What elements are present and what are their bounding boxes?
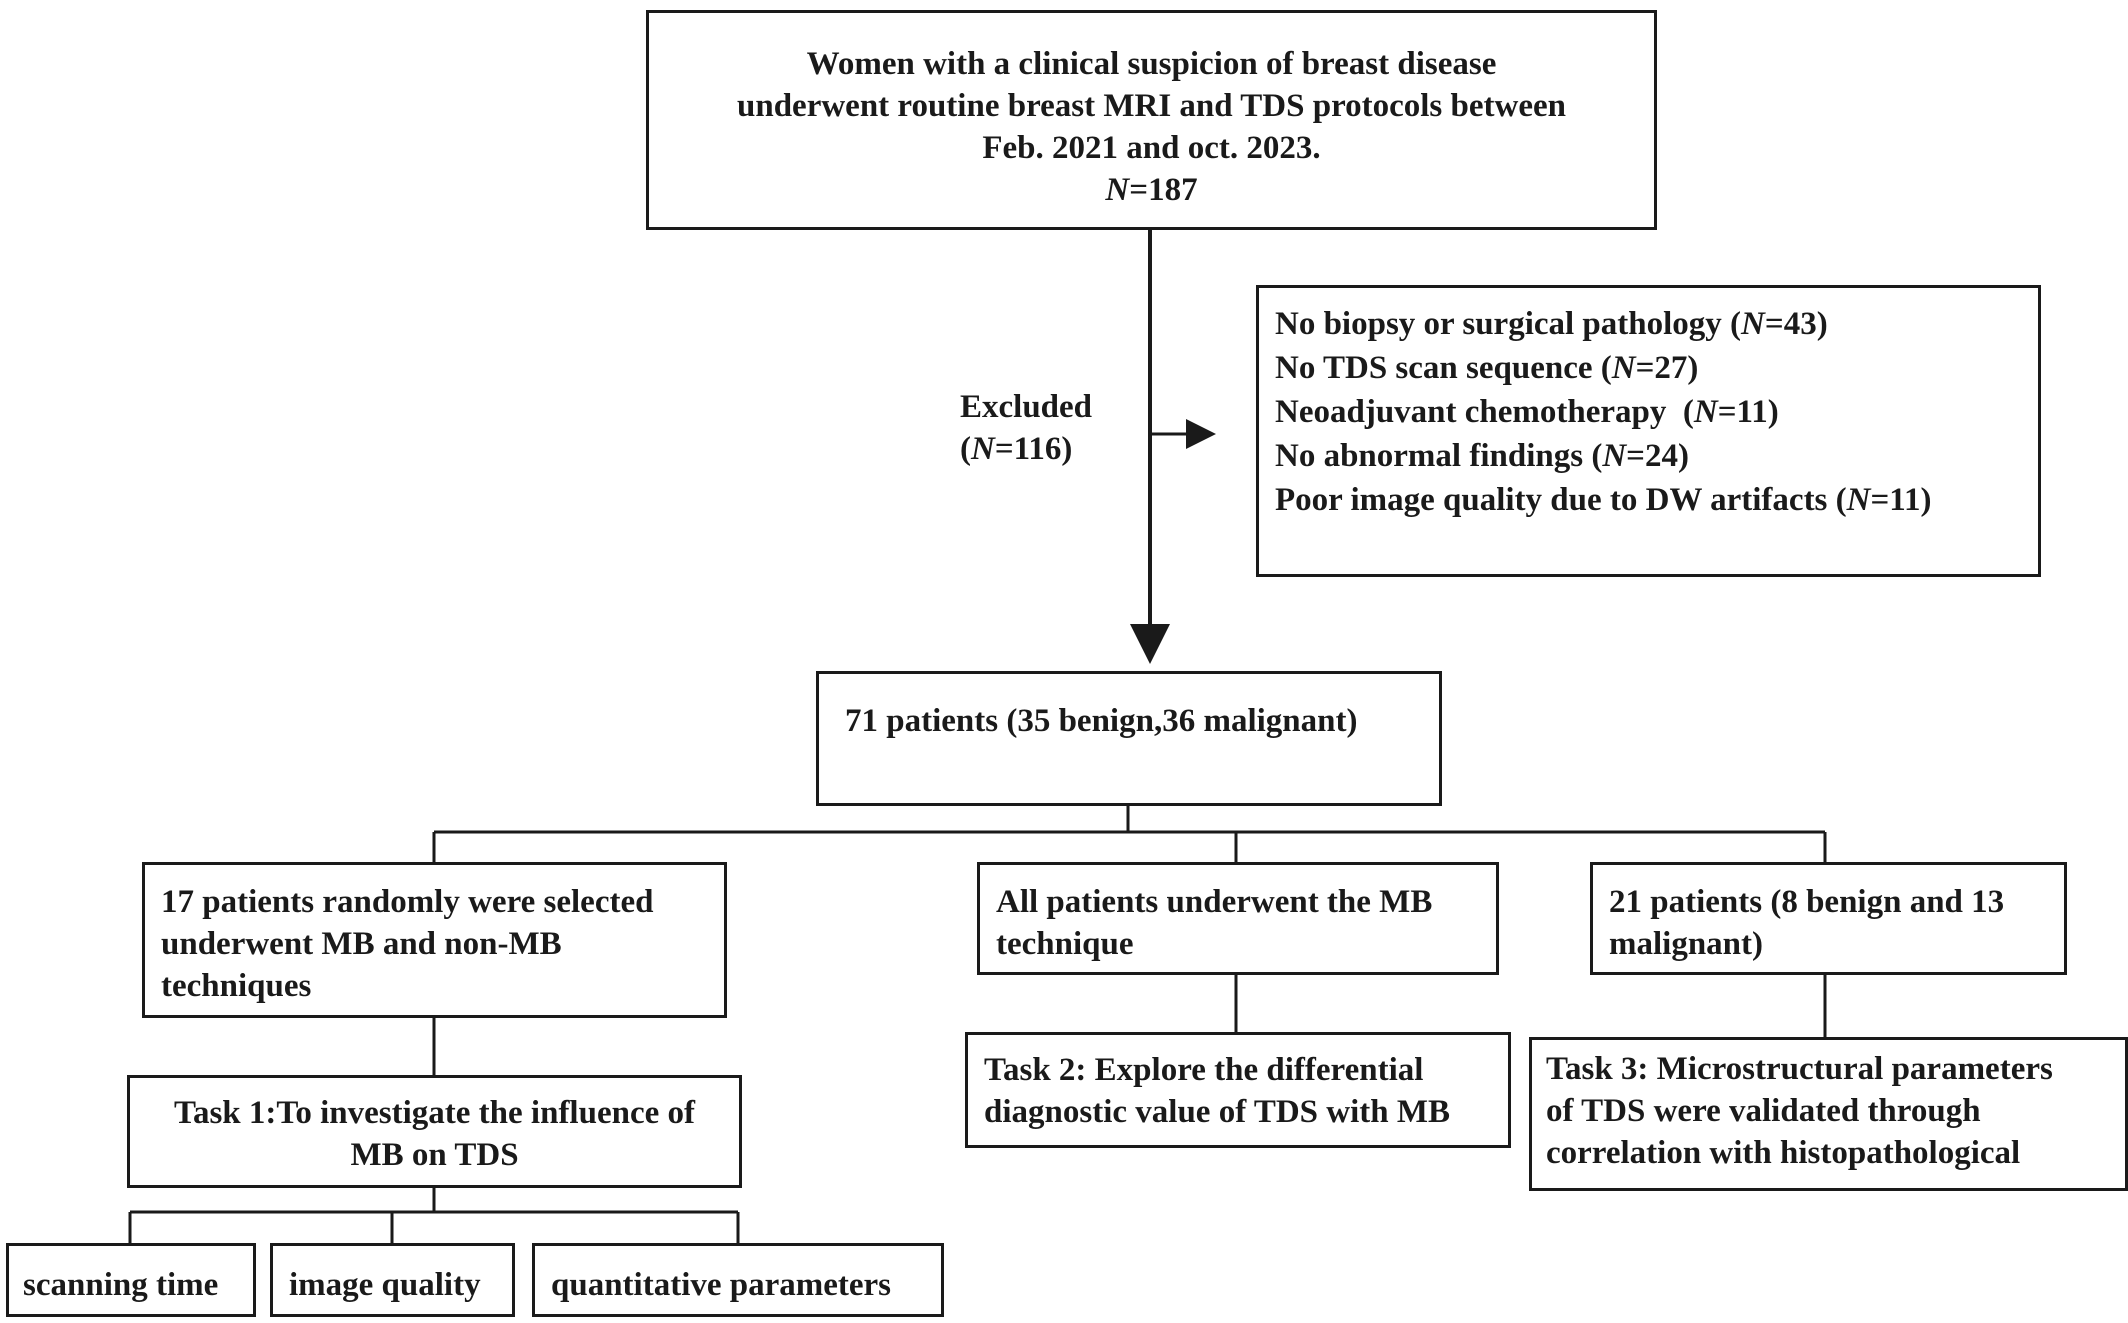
eligible-line-1: Women with a clinical suspicion of breas… [806,46,1497,82]
group1-line: underwent MB and non-MB [161,926,562,962]
task3-box: Task 3: Microstructural parameters of TD… [1529,1037,2128,1191]
group1-box: 17 patients randomly were selected under… [142,862,727,1018]
group3-line: 21 patients (8 benign and 13 [1609,884,2005,920]
task1-box: Task 1:To investigate the influence of M… [127,1075,742,1188]
eligible-n: N=187 [1105,172,1198,208]
excluded-label: Excluded (N=116) [960,389,1093,467]
eligible-population-box: Women with a clinical suspicion of breas… [646,10,1657,230]
exclusion-item: Neoadjuvant chemotherapy (N=11) [1275,394,1779,430]
task1-line: Task 1:To investigate the influence of [173,1095,695,1131]
exclusion-reasons-box: No biopsy or surgical pathology (N=43) N… [1256,285,2041,577]
task3-line: Task 3: Microstructural parameters [1546,1051,2053,1087]
outcome-image-quality: image quality [270,1243,515,1317]
group1-line: techniques [161,968,312,1004]
group1-line: 17 patients randomly were selected [161,884,654,920]
group2-box: All patients underwent the MB technique [977,862,1499,975]
task2-box: Task 2: Explore the differential diagnos… [965,1032,1511,1148]
outcome-scanning-time: scanning time [6,1243,256,1317]
task2-line: Task 2: Explore the differential [984,1052,1424,1088]
exclusion-item: No biopsy or surgical pathology (N=43) [1275,306,1828,342]
outcome-quantitative-parameters: quantitative parameters [532,1243,944,1317]
group2-line: All patients underwent the MB [996,884,1433,920]
group3-line: malignant) [1609,926,1764,962]
group3-box: 21 patients (8 benign and 13 malignant) [1590,862,2067,975]
study-cohort-text: 71 patients (35 benign,36 malignant) [845,703,1358,739]
task1-line: MB on TDS [350,1137,519,1173]
study-cohort-box: 71 patients (35 benign,36 malignant) [816,671,1442,806]
task3-line: correlation with histopathological [1546,1135,2021,1171]
task3-line: of TDS were validated through [1546,1093,1981,1129]
exclusion-item: Poor image quality due to DW artifacts (… [1275,482,1932,518]
exclusion-item: No TDS scan sequence (N=27) [1275,350,1699,386]
group2-line: technique [996,926,1134,962]
task2-line: diagnostic value of TDS with MB [984,1094,1451,1130]
eligible-line-2: underwent routine breast MRI and TDS pro… [736,88,1566,124]
eligible-line-3: Feb. 2021 and oct. 2023. [982,130,1321,166]
exclusion-item: No abnormal findings (N=24) [1275,438,1689,474]
